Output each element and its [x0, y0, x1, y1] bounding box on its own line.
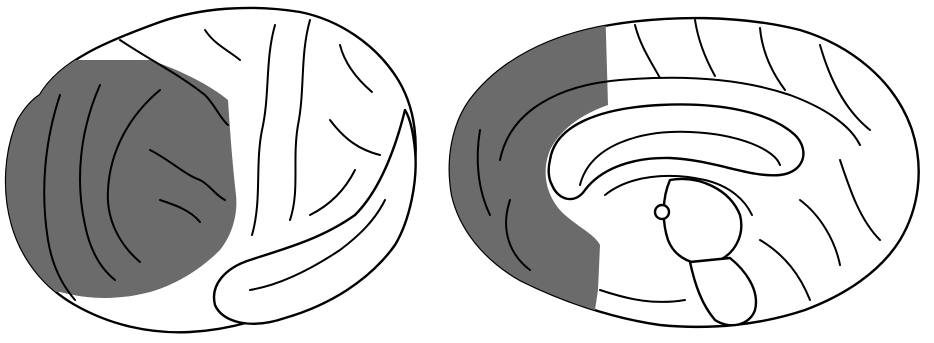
lateral-prefrontal-highlight	[0, 60, 236, 298]
medial-brain-view	[440, 0, 934, 343]
lateral-brain-view	[0, 0, 440, 343]
pineal-gland-outline	[655, 205, 669, 219]
